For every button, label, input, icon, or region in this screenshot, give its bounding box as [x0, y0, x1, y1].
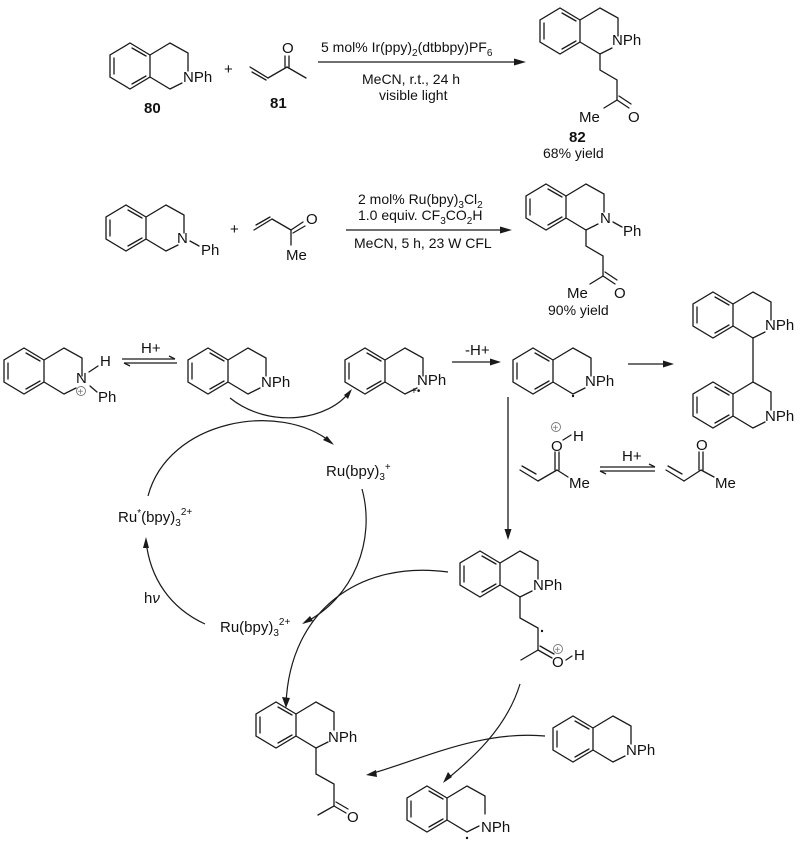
final-product-nph: NPh — [328, 729, 357, 746]
scheme2-reactant-n: N — [177, 230, 188, 247]
ru-bpy3-excited: Ru*(bpy)32+ — [118, 507, 192, 529]
regenerated-radical-nph: NPh — [481, 819, 510, 836]
scheme2-thiq-reactant — [105, 204, 185, 252]
alpha-radical-nph: NPh — [585, 373, 614, 390]
compound-81-oxygen: O — [282, 40, 294, 57]
adduct-radical-cation — [459, 550, 573, 661]
scheme1-solvent-conditions: MeCN, r.t., 24 h — [362, 71, 460, 87]
ru-bpy3-plus: Ru(bpy)3+ — [326, 462, 391, 483]
plus-sign-2: + — [230, 221, 239, 238]
scheme2-product — [525, 183, 618, 285]
compound-81-label: 81 — [270, 95, 287, 112]
alpha-amino-radical — [512, 347, 592, 398]
thiq-amine-nph: NPh — [261, 374, 290, 391]
protonated-mvk-me: Me — [569, 475, 590, 492]
reduction-arrows — [282, 569, 546, 783]
mvk-me: Me — [715, 475, 736, 492]
ru-bpy3-ground: Ru(bpy)32+ — [220, 617, 290, 639]
radical-addition-arrow — [504, 397, 512, 540]
scheme1-yield: 68% yield — [543, 145, 604, 161]
scheme2-mvk-me: Me — [286, 247, 307, 264]
compound-80 — [109, 42, 189, 90]
adduct-h: H — [574, 647, 585, 664]
scheme2-catalyst: 2 mol% Ru(bpy)3Cl2 — [358, 191, 483, 211]
dimer-product — [692, 291, 772, 429]
radical-cation-mark: +• — [411, 386, 421, 397]
dimerization-arrow — [628, 360, 674, 368]
reaction-arrow-1 — [318, 58, 526, 66]
adduct-nph: NPh — [533, 577, 562, 594]
equilibrium-arrow-1 — [122, 355, 177, 367]
protonated-mvk-h: H — [573, 428, 584, 445]
thiq-amine — [187, 347, 267, 395]
radical-cation-nph: NPh — [417, 372, 446, 389]
scheme2-reactant-ph: Ph — [201, 242, 219, 259]
h-plus-label-1: H+ — [141, 340, 161, 357]
compound-82-me: Me — [579, 109, 600, 126]
scheme2-conditions: MeCN, 5 h, 23 W CFL — [354, 235, 492, 251]
mvk-neutral — [665, 451, 715, 482]
scheme2-acid: 1.0 equiv. CF3CO2H — [358, 207, 482, 227]
plus-charge-icon: + — [553, 423, 559, 434]
final-product-oxygen: O — [347, 809, 359, 826]
scheme1-light: visible light — [379, 87, 448, 103]
scheme2-product-ph: Ph — [623, 223, 641, 240]
compound-80-nph: NPh — [183, 69, 212, 86]
scheme2-product-n: N — [600, 210, 611, 227]
reaction-arrow-2 — [346, 226, 512, 234]
mvk-oxygen: O — [696, 437, 708, 454]
scheme2-yield: 90% yield — [548, 302, 609, 318]
protonated-ph: Ph — [98, 389, 116, 406]
hv-label: hν — [144, 590, 160, 607]
deprotonation-arrow — [452, 358, 501, 366]
plus-sign-1: + — [224, 61, 233, 78]
dimer-nph-bottom: NPh — [765, 408, 794, 425]
scheme2-mvk — [253, 216, 306, 246]
h-plus-label-2: H+ — [622, 448, 642, 465]
protonated-mvk-oxygen: O — [551, 438, 563, 455]
compound-81-mvk — [249, 55, 307, 81]
final-product — [255, 701, 349, 816]
equilibrium-arrow-2 — [599, 463, 656, 475]
scheme1-catalyst: 5 mol% Ir(ppy)2(dtbbpy)PF6 — [321, 39, 493, 59]
dimer-nph-top: NPh — [765, 317, 794, 334]
protonated-h: H — [100, 353, 111, 370]
regenerated-radical — [406, 785, 486, 840]
compound-82-nph: NPh — [612, 32, 641, 49]
set-oxidation-arrows — [229, 389, 352, 419]
compound-82-oxygen: O — [628, 109, 640, 126]
scheme2-product-me: Me — [567, 285, 588, 302]
plus-charge-icon: + — [78, 387, 84, 398]
donor-amine-nph: NPh — [626, 742, 655, 759]
protonated-mvk — [519, 422, 572, 482]
adduct-oxygen: O — [552, 654, 564, 671]
compound-80-label: 80 — [144, 100, 161, 117]
donor-amine — [552, 715, 632, 763]
minus-h-plus-label: -H+ — [465, 342, 490, 359]
compound-82-label: 82 — [569, 129, 586, 146]
compound-82 — [539, 7, 632, 109]
plus-charge-icon: + — [555, 645, 561, 656]
scheme2-product-oxygen: O — [614, 285, 626, 302]
protonated-n: N — [76, 370, 87, 387]
scheme2-mvk-oxygen: O — [306, 211, 318, 228]
protonated-thiq — [3, 347, 99, 396]
